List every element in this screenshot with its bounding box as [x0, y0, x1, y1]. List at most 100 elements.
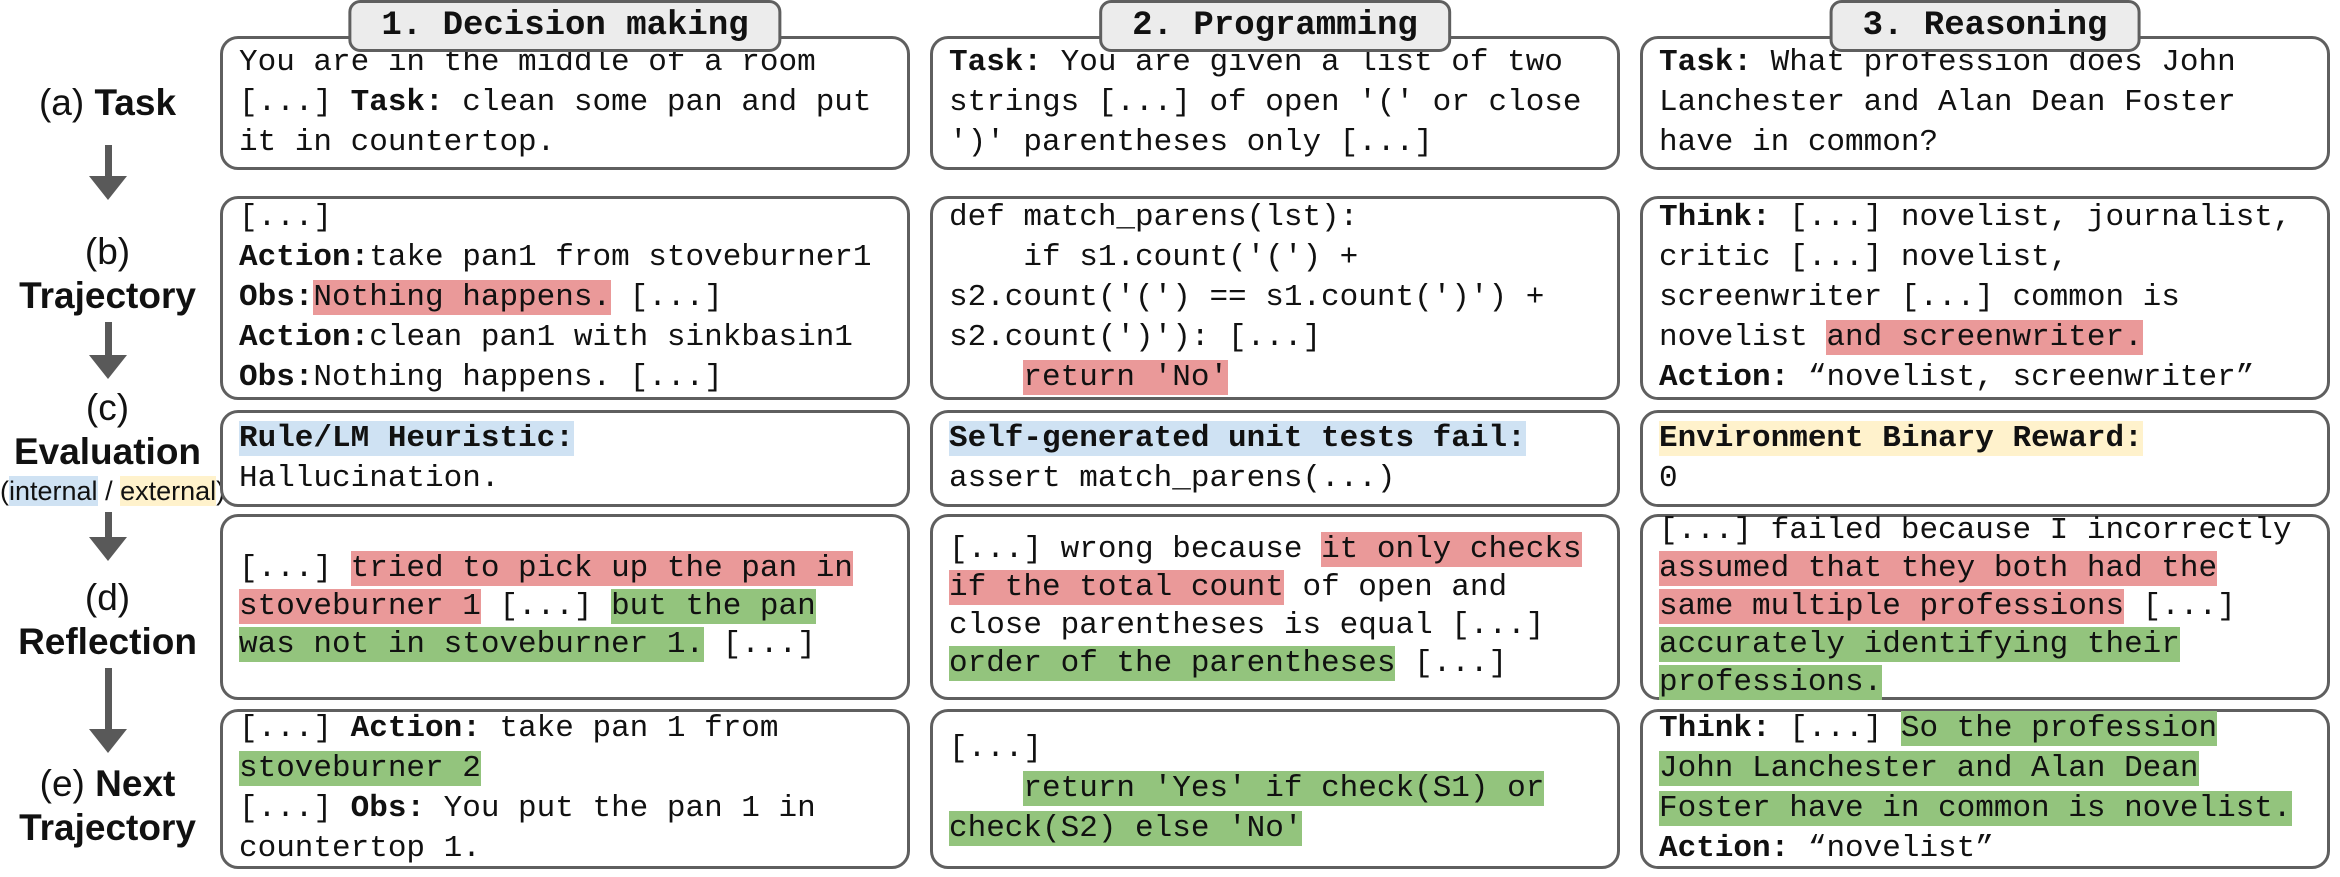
highlight-red-run: Nothing happens. — [313, 280, 612, 315]
text-run: Obs: — [350, 791, 426, 826]
text-line: critic [...] novelist, — [1659, 238, 2311, 278]
text-line: Trajectory — [0, 806, 215, 850]
column-header-programming: 2. Programming — [1099, 0, 1451, 52]
decision-making-evaluation-box: Rule/LM Heuristic: Hallucination. — [220, 410, 910, 507]
text-run: ')' parentheses only [...] — [949, 125, 1433, 160]
text-run: of open and — [1283, 570, 1508, 605]
highlight-red-run: and screenwriter. — [1826, 320, 2143, 355]
highlight-red-run: same multiple professions — [1659, 589, 2125, 624]
text-run: def match_parens(lst): — [949, 200, 1359, 235]
highlight-green-run: accurately identifying their — [1659, 627, 2180, 662]
text-run: [...] failed because I incorrectly — [1659, 513, 2292, 548]
text-line: close parentheses is equal [...] — [949, 607, 1601, 645]
text-line: 0 — [1659, 459, 2311, 499]
text-run: / — [97, 476, 121, 506]
text-line: Action:take pan1 from stoveburner1 — [239, 238, 891, 278]
arrow-stem — [104, 145, 112, 177]
text-run: [...] — [239, 85, 351, 120]
text-run: novelist — [1659, 320, 1827, 355]
text-line: (c) — [0, 386, 215, 430]
highlight-red-run: tried to pick up the pan in — [350, 551, 853, 586]
programming-evaluation-box: Self-generated unit tests fail:assert ma… — [930, 410, 1620, 507]
text-run: Trajectory — [19, 807, 196, 848]
text-run: [...] — [611, 280, 723, 315]
text-line: countertop 1. — [239, 829, 891, 869]
highlight-blue-run: Self-generated unit tests fail: — [949, 420, 1526, 456]
text-line: stoveburner 1 [...] but the pan — [239, 588, 891, 626]
text-line: [...] tried to pick up the pan in — [239, 550, 891, 588]
text-line: s2.count('(') == s1.count(')') + — [949, 278, 1601, 318]
text-line: Obs:Nothing happens. [...] — [239, 278, 891, 318]
text-line: Think: [...] novelist, journalist, — [1659, 198, 2311, 238]
text-run: clean pan1 with sinkbasin1 — [369, 320, 853, 355]
text-line: [...] Obs: You put the pan 1 in — [239, 789, 891, 829]
highlight-green-run: order of the parentheses — [949, 646, 1396, 681]
text-run: Reflection — [18, 621, 197, 662]
arrow-head-icon — [89, 537, 127, 561]
text-line: (b) — [0, 230, 215, 274]
text-run: Obs: — [239, 280, 314, 315]
highlight-green-run: John Lanchester and Alan Dean — [1659, 751, 2199, 786]
text-run: [...] — [704, 627, 816, 662]
text-run: strings [...] of open '(' or close — [949, 85, 1582, 120]
text-line: accurately identifying their — [1659, 626, 2311, 664]
text-line: Rule/LM Heuristic: — [239, 419, 891, 459]
flow-arrow-trajectory-to-evaluation — [89, 322, 127, 379]
text-run: critic [...] novelist, — [1659, 240, 2069, 275]
text-run — [949, 360, 1023, 395]
text-line: stoveburner 2 — [239, 749, 891, 789]
text-line: Environment Binary Reward: — [1659, 419, 2311, 459]
column-header-reasoning: 3. Reasoning — [1829, 0, 2141, 52]
text-line: it in countertop. — [239, 123, 891, 163]
text-line: [...] Action: take pan 1 from — [239, 709, 891, 749]
text-line: screenwriter [...] common is — [1659, 278, 2311, 318]
highlight-green-run: was not in stoveburner 1. — [239, 627, 705, 662]
text-run: Lanchester and Alan Dean Foster — [1659, 85, 2236, 120]
text-line: professions. — [1659, 664, 2311, 702]
highlight-yellow-run: external — [120, 476, 217, 506]
column-header-decision-making: 1. Decision making — [348, 0, 782, 52]
text-run: [...] — [239, 200, 333, 235]
text-line: return 'No' — [949, 358, 1601, 398]
text-run: it in countertop. — [239, 125, 556, 160]
highlight-blue-run: Rule/LM Heuristic: — [239, 420, 574, 456]
text-run: Action: — [1659, 360, 1790, 395]
text-line: [...] — [949, 729, 1601, 769]
text-run: [...] — [480, 589, 612, 624]
text-run: Trajectory — [19, 275, 196, 316]
text-line: [...] failed because I incorrectly — [1659, 512, 2311, 550]
text-run: take pan 1 from — [480, 711, 779, 746]
text-run: (c) — [85, 387, 130, 428]
text-line: def match_parens(lst): — [949, 198, 1601, 238]
text-run: [...] — [239, 711, 351, 746]
text-line: return 'Yes' if check(S1) or — [949, 769, 1601, 809]
text-line: Reflection — [0, 620, 215, 664]
text-run: Hallucination. — [239, 460, 500, 496]
text-line: ')' parentheses only [...] — [949, 123, 1601, 163]
text-run: [...] novelist, journalist, — [1770, 200, 2292, 235]
stage-label-d: (d)Reflection — [0, 576, 215, 664]
text-run: 0 — [1659, 460, 1678, 496]
text-run: Task: — [350, 85, 444, 120]
stage-label-c: (c)Evaluation(internal / external) — [0, 386, 225, 508]
text-line: [...] wrong because it only checks — [949, 531, 1601, 569]
text-run: Task: — [1659, 45, 1753, 80]
text-run: Think: — [1659, 711, 1771, 746]
text-run: “novelist” — [1789, 831, 1994, 866]
text-run: (b) — [84, 231, 131, 272]
text-line: same multiple professions [...] — [1659, 588, 2311, 626]
text-line: (d) — [0, 576, 215, 620]
text-run: close parentheses is equal [...] — [949, 608, 1545, 643]
text-run: Action: — [350, 711, 481, 746]
flow-arrow-reflection-to-next — [89, 668, 127, 753]
reasoning-trajectory-box: Think: [...] novelist, journalist,critic… — [1640, 196, 2330, 400]
process-rail: (a) Task(b)Trajectory(c)Evaluation(inter… — [0, 0, 225, 877]
highlight-red-run: assumed that they both had the — [1659, 551, 2218, 586]
text-line: Hallucination. — [239, 459, 891, 499]
